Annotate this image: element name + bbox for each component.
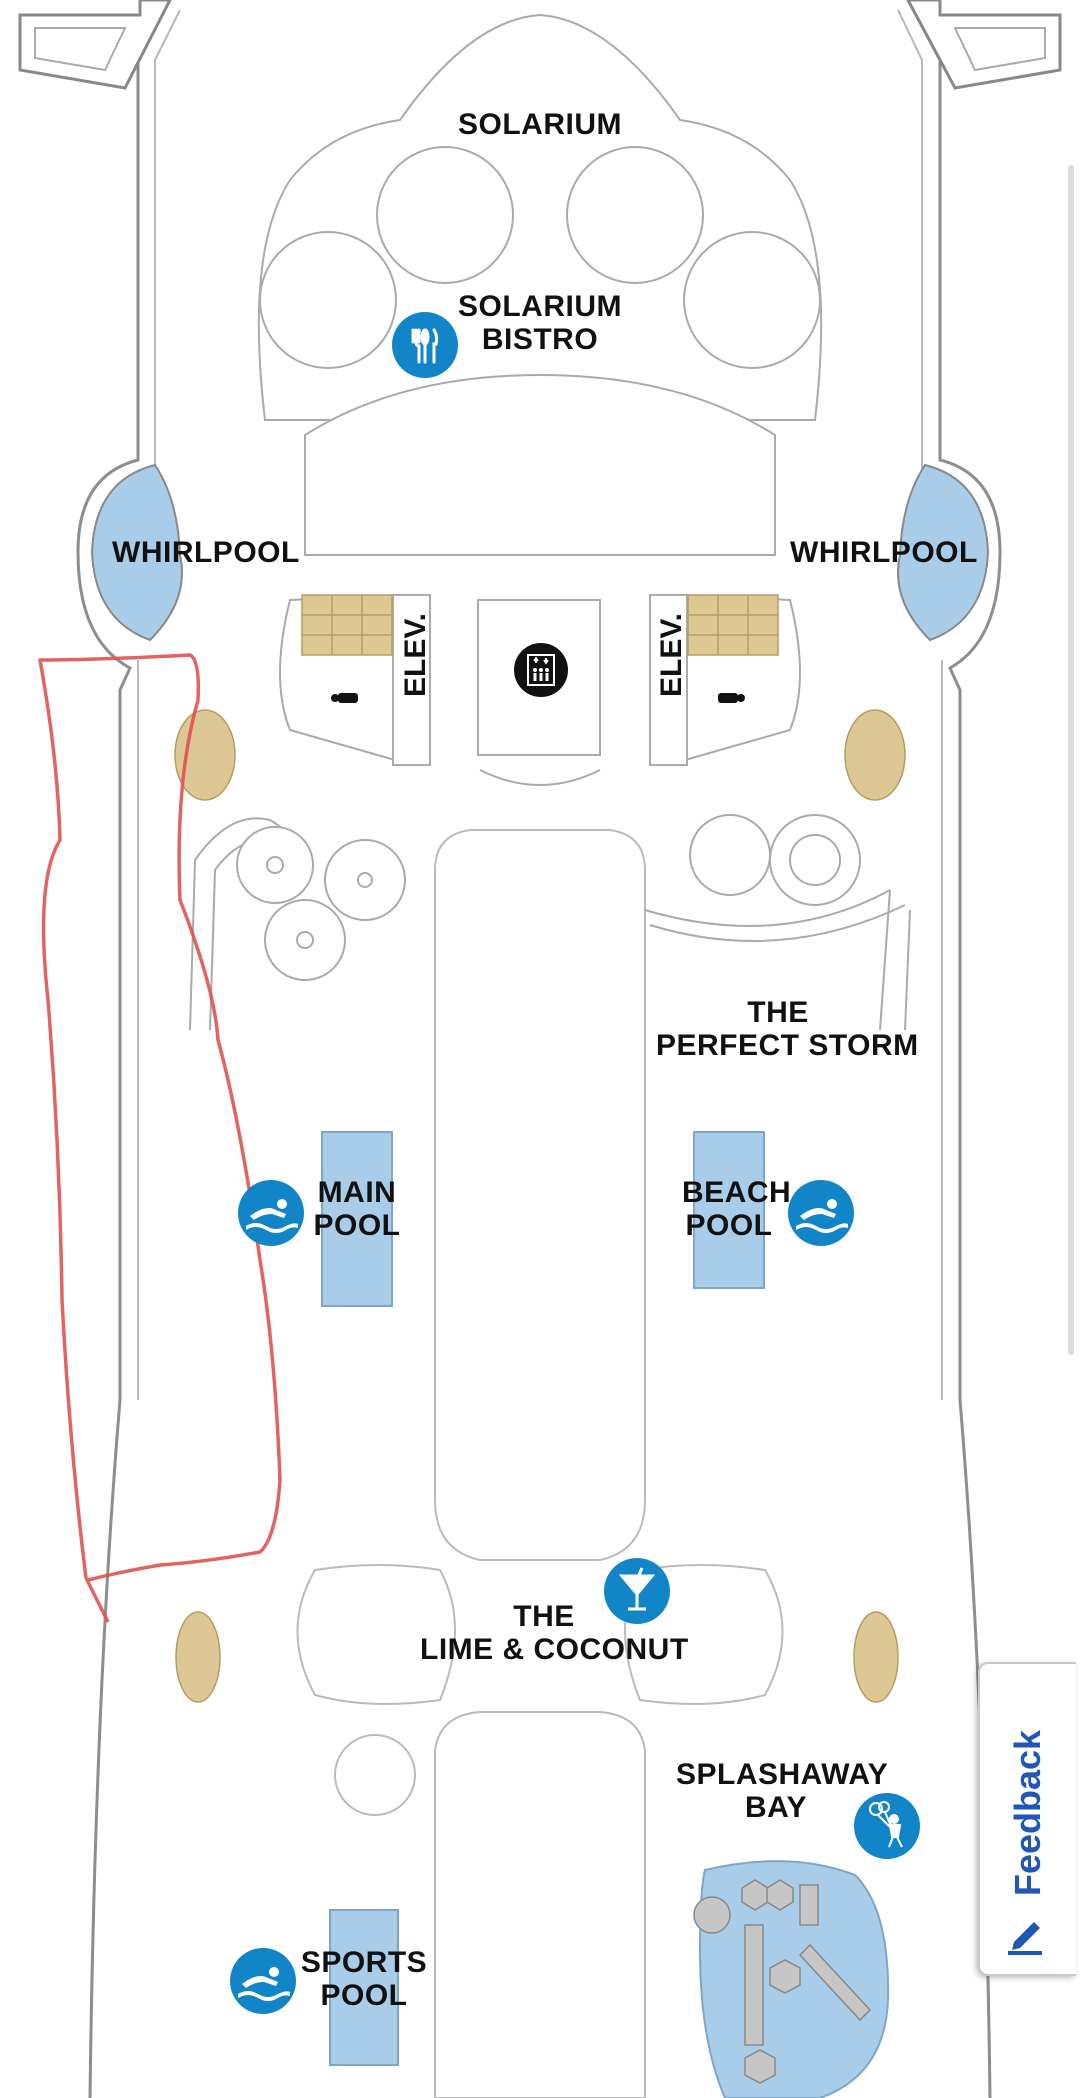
swimming-icon	[788, 1180, 854, 1246]
feedback-label: Feedback	[1007, 1729, 1048, 1896]
pool-deck-center	[296, 829, 784, 2098]
feedback-button[interactable]: Feedback	[978, 1662, 1076, 1976]
kids-play-icon	[854, 1793, 920, 1859]
circular-features	[236, 814, 861, 981]
elevator-left-label: ELEV.	[399, 613, 432, 697]
swimming-icon	[230, 1948, 296, 2014]
corner-decks	[18, 0, 1062, 90]
restroom-icon	[712, 690, 746, 706]
red-annotation-stroke	[38, 653, 282, 1623]
elevator-right-label: ELEV.	[655, 613, 688, 697]
sports-pool-label: SPORTS POOL	[300, 1946, 428, 2012]
lime-coconut-label: THE LIME & COCONUT	[420, 1600, 689, 1666]
dining-icon	[392, 312, 458, 378]
whirlpools	[90, 463, 990, 642]
splashaway-bay-label: SPLASHAWAY BAY	[676, 1758, 889, 1824]
restroom-icon	[330, 690, 364, 706]
swimming-icon	[238, 1180, 304, 1246]
elevator-icon	[514, 643, 568, 697]
whirlpool-left-label: WHIRLPOOL	[112, 536, 300, 569]
splashaway-play-structure	[693, 1879, 872, 2084]
page-scrollbar[interactable]	[1068, 165, 1074, 1355]
whirlpool-right-label: WHIRLPOOL	[790, 536, 978, 569]
pencil-icon	[1008, 1922, 1042, 1955]
stairs	[174, 594, 906, 1703]
solarium-bistro-label: SOLARIUM BISTRO	[458, 290, 622, 356]
solarium-structure	[257, 13, 823, 556]
perfect-storm-label: THE PERFECT STORM	[656, 996, 919, 1062]
cocktail-icon	[604, 1558, 670, 1624]
solarium-label: SOLARIUM	[458, 108, 622, 141]
beach-pool-label: BEACH POOL	[682, 1176, 792, 1242]
main-pool-label: MAIN POOL	[313, 1176, 401, 1242]
